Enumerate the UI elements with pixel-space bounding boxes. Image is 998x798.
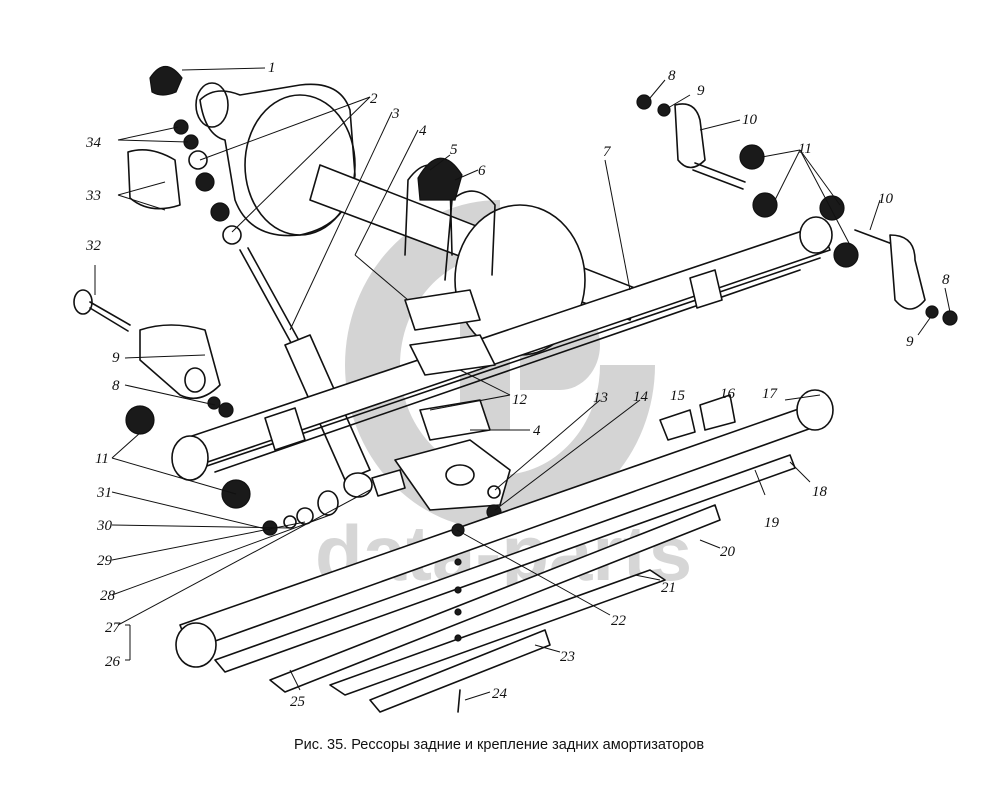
callout-32: 32 [85,238,102,254]
callout-34: 34 [85,135,102,151]
callout-33: 33 [85,188,101,204]
callout-24: 24 [492,686,508,702]
callout-4-upper: 4 [419,123,427,139]
callout-8-top: 8 [668,68,676,84]
callout-9-top: 9 [697,83,705,99]
callout-17: 17 [762,386,779,402]
callout-23: 23 [560,649,575,665]
callout-31: 31 [96,485,112,501]
callout-11-front: 11 [95,451,109,467]
callout-25: 25 [290,694,306,710]
callout-7: 7 [603,144,612,160]
callout-27: 27 [105,620,122,636]
callout-18: 18 [812,484,828,500]
callout-10-inner: 10 [878,191,894,207]
callout-2: 2 [370,91,378,107]
callout-28: 28 [100,588,116,604]
callout-29: 29 [97,553,113,569]
lower-leaf-spring [175,389,834,713]
callout-26: 26 [105,654,121,670]
callout-22: 22 [611,613,627,629]
callout-14: 14 [633,389,649,405]
shock-upper-cushions [127,119,242,245]
callout-1: 1 [268,60,276,76]
callout-8-left: 8 [112,378,120,394]
callout-9-left: 9 [112,350,120,366]
callout-15: 15 [670,388,686,404]
callout-20: 20 [720,544,736,560]
front-bracket [73,289,234,418]
callout-30: 30 [96,518,113,534]
callout-10-outer: 10 [742,112,758,128]
figure-caption: Рис. 35. Рессоры задние и крепление задн… [293,737,705,753]
callout-19: 19 [764,515,780,531]
callout-6: 6 [478,163,486,179]
callout-9-right: 9 [906,334,914,350]
bump-stop [149,65,183,96]
front-hardware [125,405,339,536]
callout-labels: 1 2 3 4 4 5 6 7 8 8 8 9 9 9 10 10 11 11 … [85,60,950,710]
callout-5: 5 [450,142,458,158]
callout-3: 3 [391,106,400,122]
callout-13: 13 [593,390,608,406]
upper-leaf-spring [171,216,833,481]
callout-16: 16 [720,386,736,402]
callout-21: 21 [661,580,676,596]
leader-lines [94,67,951,701]
callout-11-shackle: 11 [798,141,812,157]
callout-12: 12 [512,392,528,408]
callout-8-right: 8 [942,272,950,288]
callout-4-lower: 4 [533,423,541,439]
